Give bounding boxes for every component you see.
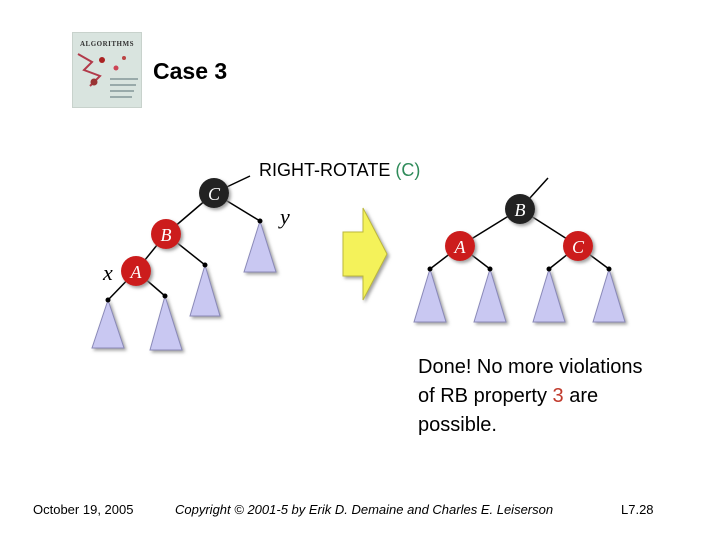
right-dot-1: [428, 267, 433, 272]
left-label-x: x: [102, 260, 113, 285]
left-dot-1: [106, 298, 111, 303]
left-subtree-4: [244, 221, 276, 272]
left-node-a-label: A: [130, 262, 143, 282]
left-subtree-1: [92, 300, 124, 348]
left-label-y: y: [278, 204, 290, 229]
right-dot-3: [547, 267, 552, 272]
property-number: 3: [553, 385, 564, 407]
right-subtree-2: [474, 269, 506, 322]
conclusion-line-3: possible.: [418, 411, 708, 440]
conclusion-line-2-suffix: are: [564, 385, 598, 407]
footer-copyright: Copyright © 2001-5 by Erik D. Demaine an…: [175, 502, 553, 517]
right-node-c-label: C: [572, 237, 585, 257]
left-node-c-label: C: [208, 184, 221, 204]
conclusion-line-2-prefix: of RB property: [418, 385, 553, 407]
left-subtree-2: [150, 296, 182, 350]
right-dot-4: [607, 267, 612, 272]
right-dot-2: [488, 267, 493, 272]
conclusion-text: Done! No more violations of RB property …: [418, 353, 708, 440]
left-dot-4: [258, 219, 263, 224]
footer-slide-number: L7.28: [621, 502, 654, 517]
right-subtree-3: [533, 269, 565, 322]
transform-arrow: [343, 208, 387, 300]
right-subtree-1: [414, 269, 446, 322]
left-dot-3: [203, 263, 208, 268]
right-node-b-label: B: [515, 200, 526, 220]
right-subtree-4: [593, 269, 625, 322]
left-subtree-3: [190, 265, 220, 316]
left-node-b-label: B: [161, 225, 172, 245]
conclusion-line-1: Done! No more violations: [418, 353, 708, 382]
left-dot-2: [163, 294, 168, 299]
footer-date: October 19, 2005: [33, 502, 133, 517]
conclusion-line-2: of RB property 3 are: [418, 382, 708, 411]
right-node-a-label: A: [454, 237, 467, 257]
